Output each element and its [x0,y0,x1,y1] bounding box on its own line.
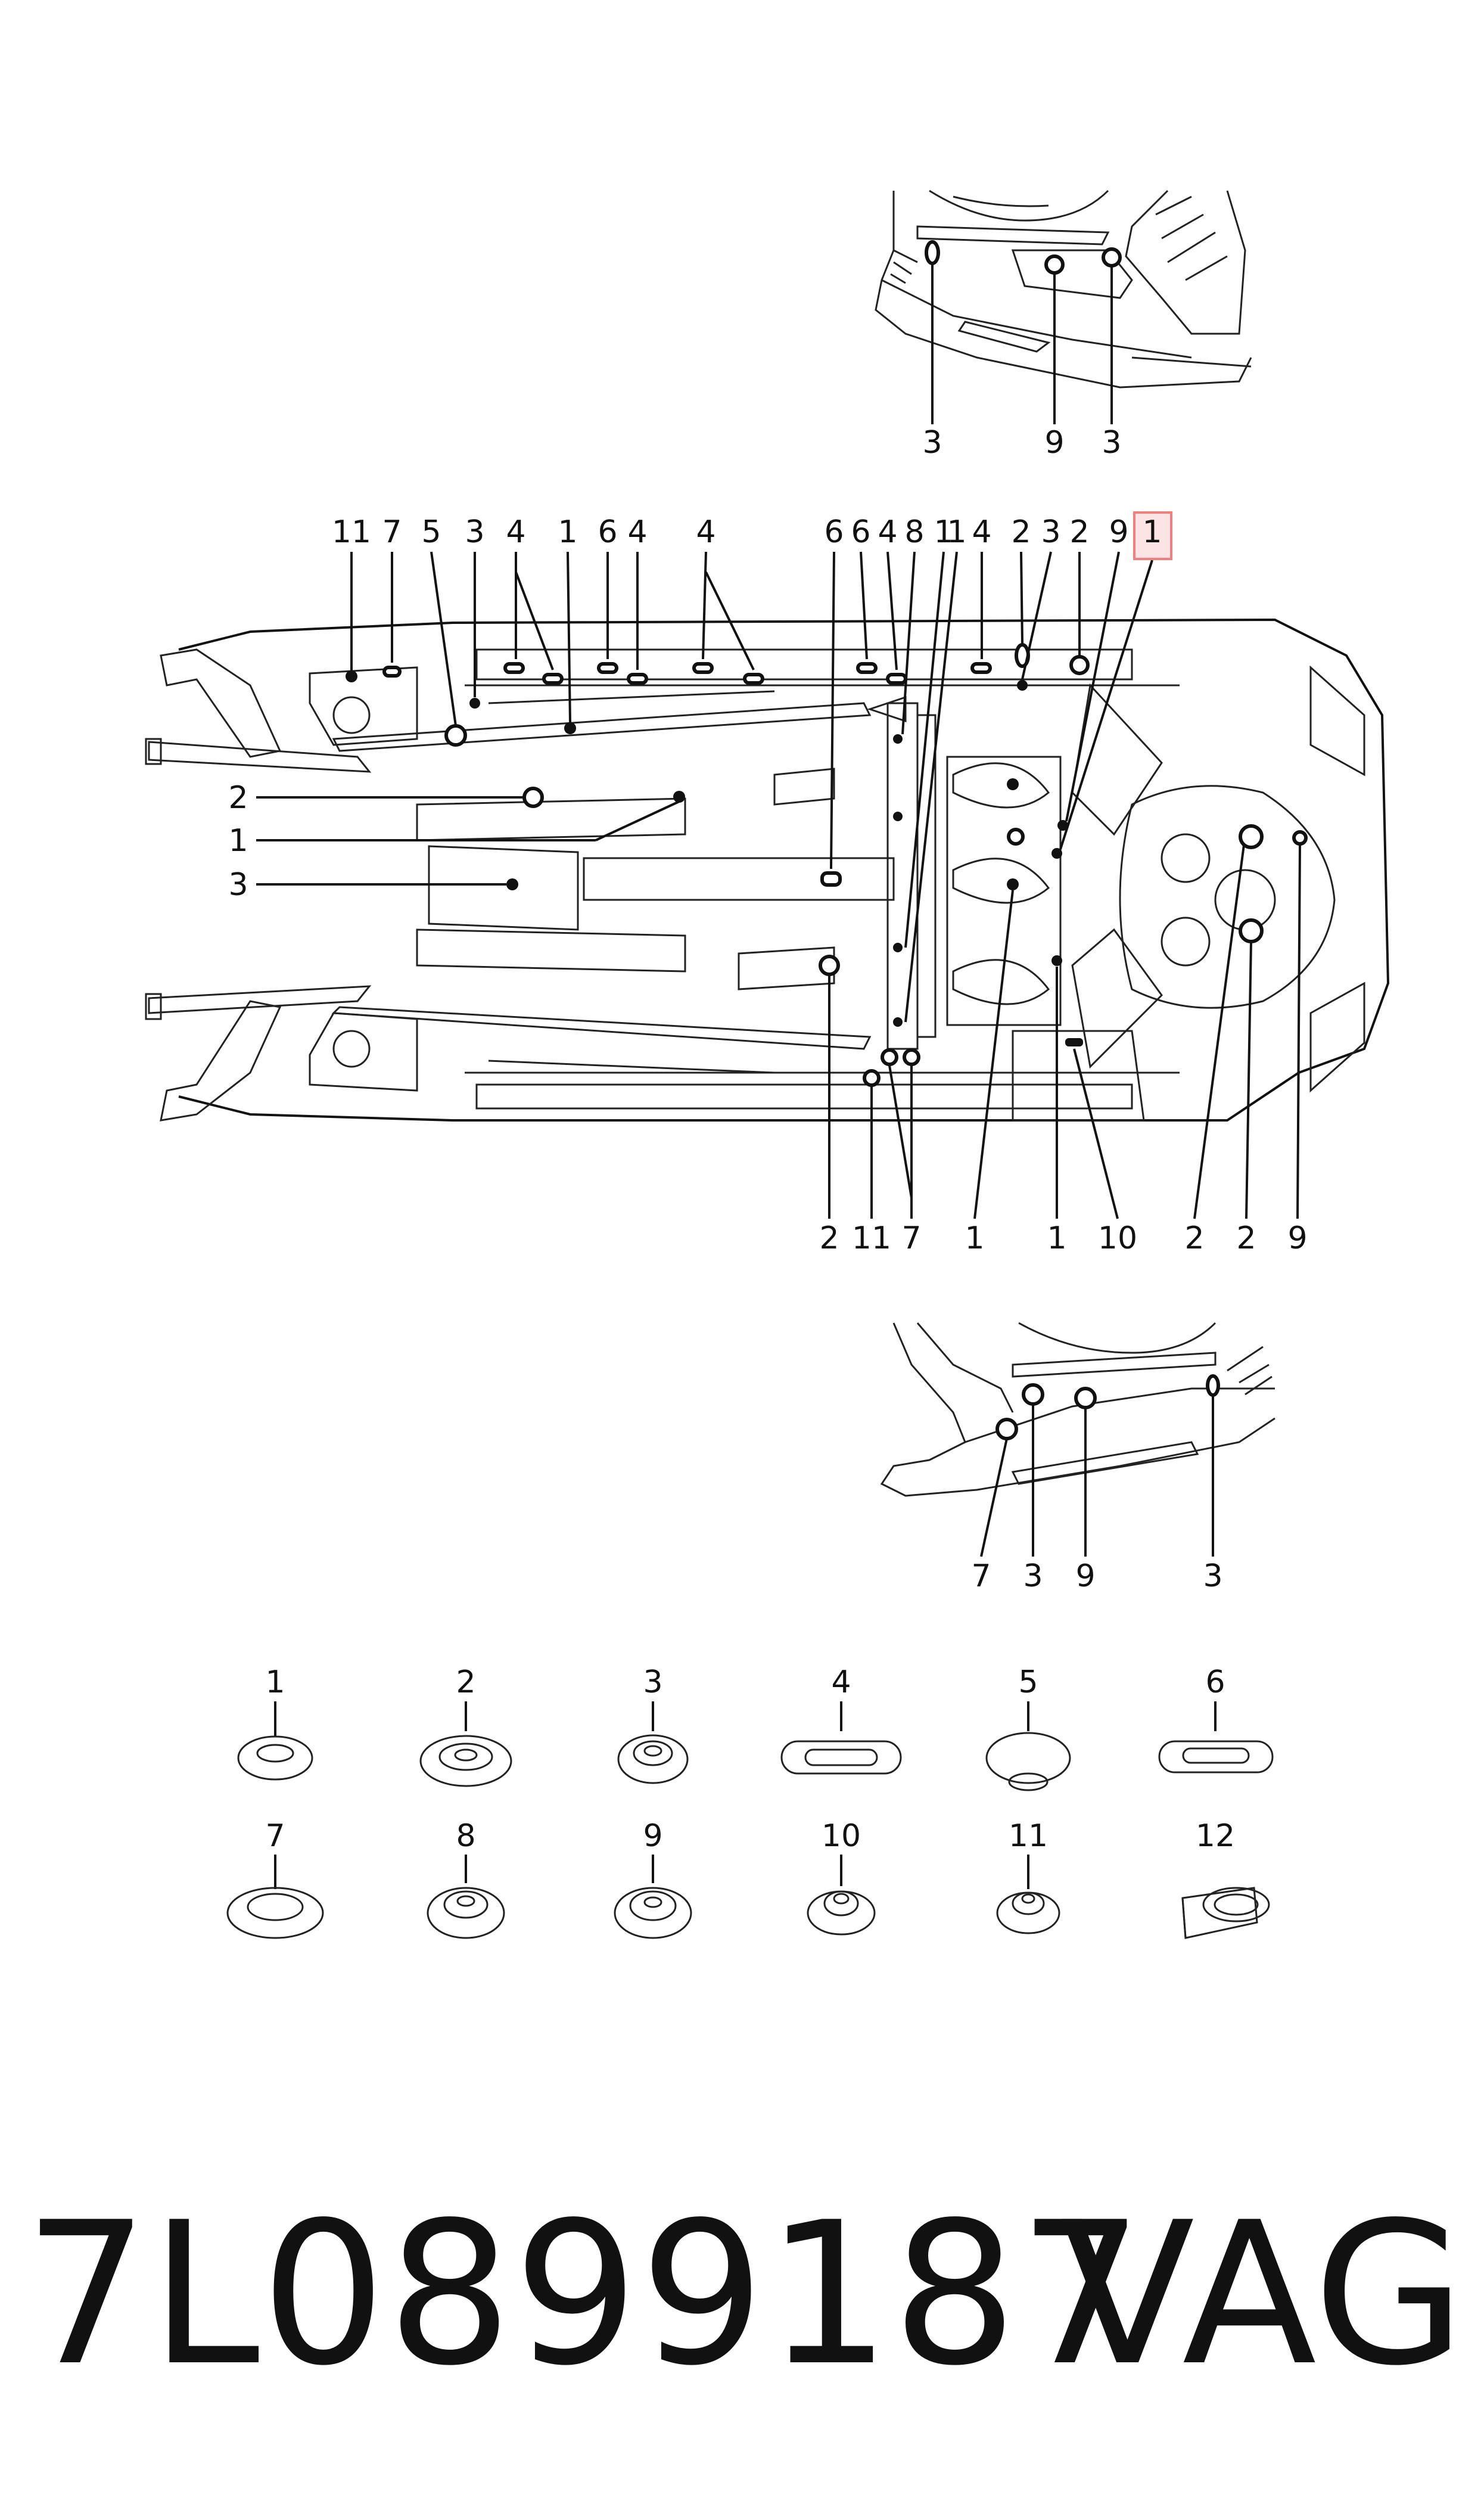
callout-label: 1 [1047,1220,1066,1256]
footer: 7L0899187 VAG [24,2169,1466,2419]
top-inset-labels: 3 9 3 [922,425,1121,461]
plug-5-icon [985,1732,1071,1784]
main-bottom-leaders [828,844,1301,1219]
callout-label: 3 [1041,514,1060,550]
callout-label: 9 [1075,1558,1095,1594]
part-number-label: 5 [1018,1664,1038,1700]
part-number-title: 7L0899187 [24,2180,1145,2409]
callout-label: 6 [824,514,844,550]
callout-label: 2 [1069,514,1089,550]
parts-legend-row-2: 7 8 9 10 11 12 [226,1818,1270,1939]
part-number-label: 2 [456,1664,475,1700]
callout-label: 6 [598,514,617,550]
callout-label: 2 [228,780,248,816]
main-left-leaders [256,796,680,886]
callout-label: 1 [947,514,966,550]
highlight-box [1133,511,1172,560]
callout-label: 7 [971,1558,991,1594]
part-number-label: 1 [265,1664,285,1700]
plug-1-icon [237,1735,313,1781]
main-hole-markers [346,643,1308,1087]
callout-label: 2 [819,1220,839,1256]
callout-label: 9 [1287,1220,1307,1256]
plug-9-icon [614,1887,692,1939]
oval-plug-6-icon [1158,1740,1274,1773]
brand-label: VAG [1060,2180,1466,2409]
parts-legend-row-1: 1 2 3 4 5 6 [237,1664,1274,1791]
callout-label: 10 [1098,1220,1137,1256]
callout-label: 4 [696,514,715,550]
callout-label: 5 [421,514,441,550]
part-number-label: 12 [1196,1818,1235,1854]
part-number-label: 7 [265,1818,285,1854]
callout-label: 7 [382,514,402,550]
plug-11-icon [996,1891,1060,1934]
plug-3-icon [617,1734,689,1784]
main-top-leaders [350,551,1153,1023]
bottom-inset-drawing [880,1322,1275,1497]
callout-label: 4 [627,514,647,550]
oval-plug-4-icon [780,1740,902,1775]
callout-label: 3 [465,514,484,550]
top-inset-leaders [931,262,1113,424]
main-left-labels: 2 1 3 [228,780,248,903]
main-top-labels: 11 7 5 3 4 1 6 4 4 6 6 4 8 1 1 4 2 3 2 9… [332,511,1172,560]
callout-label: 2 [1184,1220,1204,1256]
part-number-label: 3 [643,1664,662,1700]
plug-10-icon [807,1890,876,1936]
callout-label: 4 [878,514,897,550]
main-bottom-labels: 2 11 7 1 1 10 2 2 9 [819,1220,1307,1256]
callout-label: 7 [901,1220,921,1256]
callout-label: 3 [922,425,942,461]
callout-label: 1 [558,514,577,550]
callout-label: 1 [934,514,953,550]
callout-label: 8 [904,514,924,550]
underbody-diagram: 3 9 3 [145,190,1390,1939]
callout-label: 4 [506,514,525,550]
callout-label: 2 [1011,514,1031,550]
part-number-label: 4 [831,1664,851,1700]
part-number-label: 9 [643,1818,662,1854]
part-number-label: 10 [822,1818,861,1854]
callout-label-highlighted: 1 [1142,514,1162,550]
tape-roll-12-icon [1181,1887,1270,1939]
callout-label: 11 [852,1220,891,1256]
callout-label: 4 [972,514,991,550]
plug-7-icon [226,1887,324,1939]
callout-label: 6 [851,514,870,550]
main-underbody-drawing [145,618,1390,1122]
callout-label: 9 [1044,425,1064,461]
bottom-inset-labels: 7 3 9 3 [971,1558,1222,1594]
callout-label: 1 [965,1220,984,1256]
callout-label: 3 [1102,425,1121,461]
plug-2-icon [419,1735,512,1787]
bottom-inset-leaders [980,1395,1214,1557]
callout-label: 1 [228,823,248,859]
callout-label: 3 [1203,1558,1222,1594]
top-inset-drawing [875,190,1252,389]
callout-label: 11 [332,514,371,550]
callout-label: 2 [1236,1220,1256,1256]
part-number-label: 11 [1009,1818,1048,1854]
callout-label: 9 [1109,514,1128,550]
plug-8-icon [427,1887,505,1939]
callout-label: 3 [228,867,248,903]
part-number-label: 8 [456,1818,475,1854]
callout-label: 3 [1023,1558,1043,1594]
part-number-label: 6 [1205,1664,1225,1700]
